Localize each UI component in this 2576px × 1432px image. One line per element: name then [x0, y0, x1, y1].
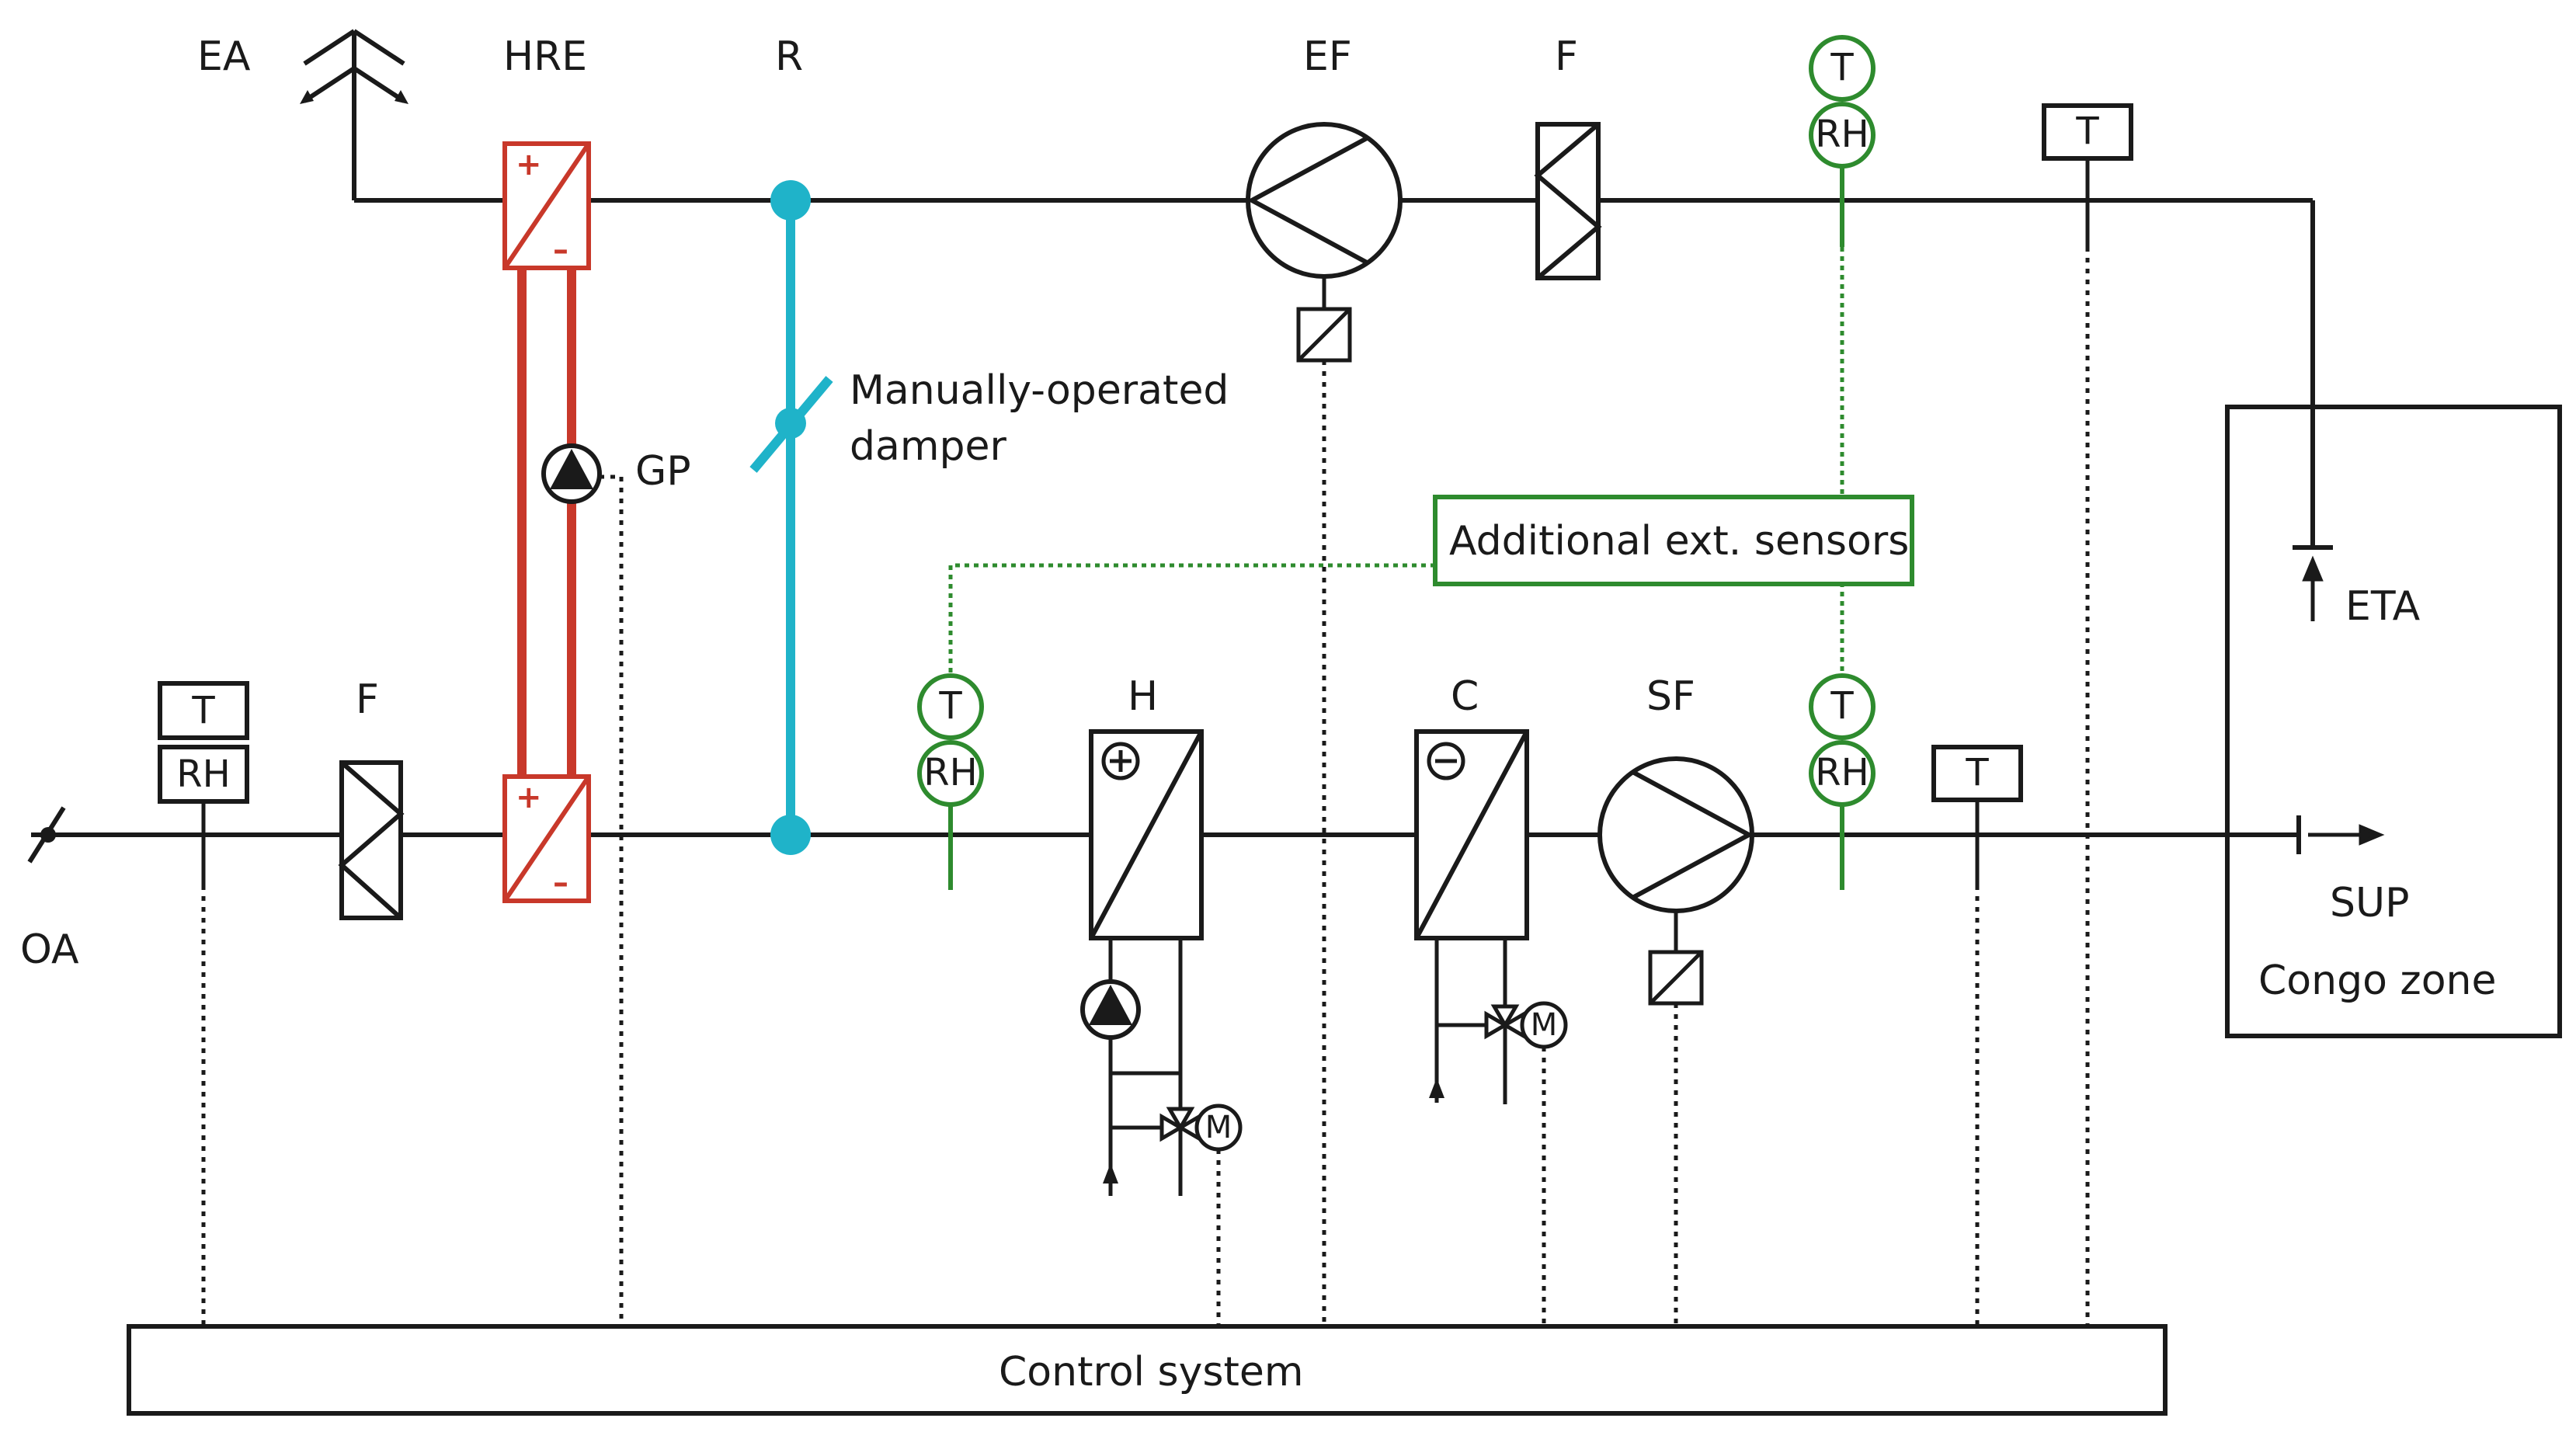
outdoor-damper-icon: [27, 806, 66, 864]
sensor-t-text: T: [1965, 751, 1989, 794]
label-gp: GP: [635, 448, 691, 495]
label-hre: HRE: [503, 33, 587, 80]
filter-icon: [1534, 122, 1602, 280]
heat-recovery-loop: [517, 268, 576, 777]
label-h: H: [1128, 673, 1158, 720]
additional-sensor-links: [948, 247, 1844, 673]
damper-label-line1: Manually-operated: [850, 367, 1229, 414]
cooler-coil: [1414, 729, 1529, 940]
heat-exchanger-icon: [502, 141, 591, 270]
heater-piping: [1108, 938, 1183, 1196]
exhaust-arrowheads: [300, 90, 408, 104]
control-signal-lines: [201, 247, 2090, 1326]
svg-text:+: +: [516, 780, 542, 815]
label-ea: EA: [197, 33, 251, 80]
zone-label: Congo zone: [2258, 958, 2497, 1004]
sensor-t-box: [1931, 745, 2023, 885]
fan-icon: [1597, 756, 1754, 913]
additional-sensors-box: [1433, 495, 1914, 586]
plus-minus-marks: + – + –: [516, 147, 568, 901]
sensor-rh-text: RH: [1815, 751, 1869, 794]
filter-icon: [338, 760, 405, 920]
label-f-supply: F: [356, 676, 379, 723]
zone-box: [2225, 405, 2562, 1038]
motor-text: M: [1205, 1110, 1232, 1145]
control-system-box: [127, 1324, 2168, 1416]
sensor-t-text: T: [191, 689, 215, 732]
motor-text: M: [1531, 1007, 1558, 1043]
sensor-rh-text: RH: [176, 752, 230, 796]
flow-arrow: [1429, 1078, 1444, 1098]
sensor-t-text: T: [1830, 684, 1854, 728]
additional-sensors-label: Additional ext. sensors: [1449, 518, 1909, 565]
label-ef: EF: [1303, 33, 1352, 80]
svg-text:–: –: [553, 232, 568, 268]
label-oa: OA: [20, 926, 79, 973]
label-f-exhaust: F: [1555, 33, 1578, 80]
pump-icon: [541, 443, 602, 504]
frequency-converter-icon: [1296, 276, 1352, 363]
heat-exchanger-icon: [502, 774, 591, 903]
sensor-t-text: T: [938, 684, 962, 728]
manual-damper: [749, 180, 833, 855]
sensor-rh-text: RH: [1815, 113, 1869, 156]
label-sf: SF: [1646, 673, 1695, 720]
flow-arrow: [1103, 1163, 1118, 1183]
label-r: R: [775, 33, 803, 80]
label-eta: ETA: [2345, 583, 2421, 630]
fan-icon: [1246, 122, 1403, 279]
sensor-circle: [917, 35, 1876, 807]
pump-icon: [1080, 979, 1141, 1040]
control-system-label: Control system: [999, 1349, 1304, 1396]
minus-icon: [1427, 742, 1465, 780]
sensor-t-box: [2042, 103, 2133, 247]
svg-text:+: +: [516, 147, 542, 182]
label-sup: SUP: [2330, 880, 2409, 926]
additional-sensor-stems: [948, 166, 1844, 890]
exhaust-arrows-icon: [303, 29, 405, 103]
duct-arrows: [2302, 555, 2385, 846]
damper-label-line2: damper: [850, 423, 1007, 470]
plus-icon: [1101, 742, 1140, 780]
sensor-t-box: [158, 681, 249, 804]
sensor-t-text: T: [2075, 109, 2099, 153]
svg-text:–: –: [553, 865, 568, 901]
sensor-rh-text: RH: [923, 751, 977, 794]
frequency-converter-icon: [1648, 911, 1704, 1006]
sensor-t-text: T: [1830, 46, 1854, 89]
label-c: C: [1451, 673, 1479, 720]
